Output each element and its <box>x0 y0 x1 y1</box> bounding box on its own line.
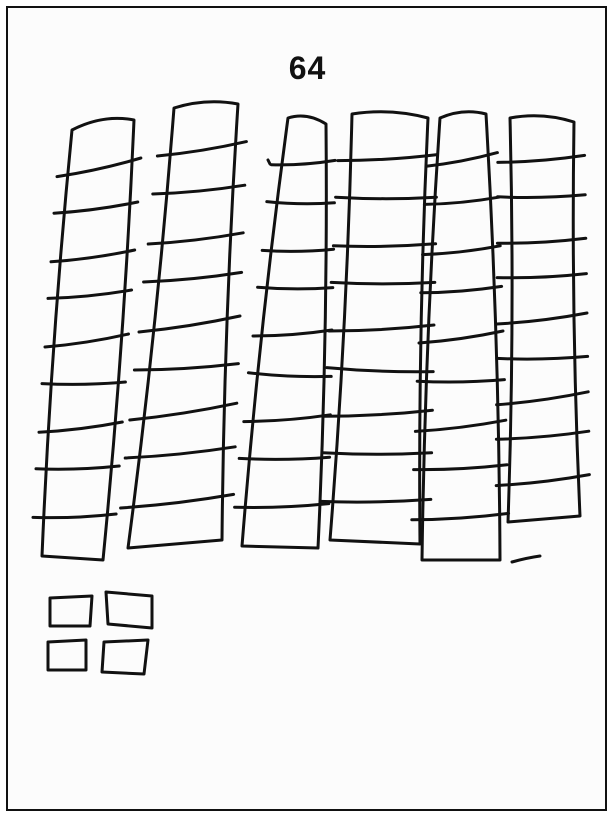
tens-rod-divider <box>421 286 502 292</box>
tens-rod-divider <box>325 410 433 416</box>
tens-rod <box>121 102 247 548</box>
tens-rod-divider <box>48 290 132 298</box>
tens-rod-divider <box>51 250 135 262</box>
tens-rod-divider <box>45 334 129 347</box>
tens-rod-divider <box>423 246 501 255</box>
unit-cube <box>106 592 152 628</box>
tens-rod-divider <box>331 282 435 284</box>
tens-rod-divider <box>244 415 331 422</box>
tens-rod-divider <box>322 453 431 455</box>
tens-rod-divider <box>267 202 335 204</box>
tens-rod-divider <box>39 422 122 432</box>
tens-rod <box>33 118 141 560</box>
unit-cube <box>48 640 86 670</box>
tens-rod-outline <box>42 118 134 560</box>
tens-rod <box>235 116 336 548</box>
tens-rod-divider <box>338 155 437 161</box>
tens-rod <box>496 116 589 522</box>
tens-rod-divider <box>414 465 508 470</box>
tens-rod-divider <box>33 514 116 518</box>
tens-rod-divider <box>417 380 504 382</box>
tens-rod-divider <box>415 420 505 431</box>
tens-rod-outline <box>128 102 238 548</box>
unit-cubes-group <box>48 592 152 674</box>
tens-rod-divider <box>262 249 333 251</box>
tens-rod-divider <box>253 330 332 336</box>
tens-rod-divider <box>42 382 125 384</box>
unit-cube <box>50 596 92 626</box>
tens-rod-divider <box>121 494 234 508</box>
tens-rod-divider <box>36 466 119 469</box>
tens-rod-divider <box>412 513 509 519</box>
tens-rod-outline <box>422 112 500 560</box>
tens-rod-divider <box>248 373 331 377</box>
tens-rod-divider <box>419 331 503 343</box>
tens-rod-divider <box>336 197 437 199</box>
tens-rod <box>320 112 437 544</box>
tens-rods-group <box>33 102 589 562</box>
stray-mark <box>512 556 540 562</box>
tens-rod-divider <box>320 499 431 502</box>
stray-mark <box>268 160 270 164</box>
tens-rod-divider <box>258 287 333 289</box>
tens-rod-divider <box>235 504 329 508</box>
tens-rod-divider <box>239 457 329 459</box>
unit-cube <box>102 640 148 674</box>
